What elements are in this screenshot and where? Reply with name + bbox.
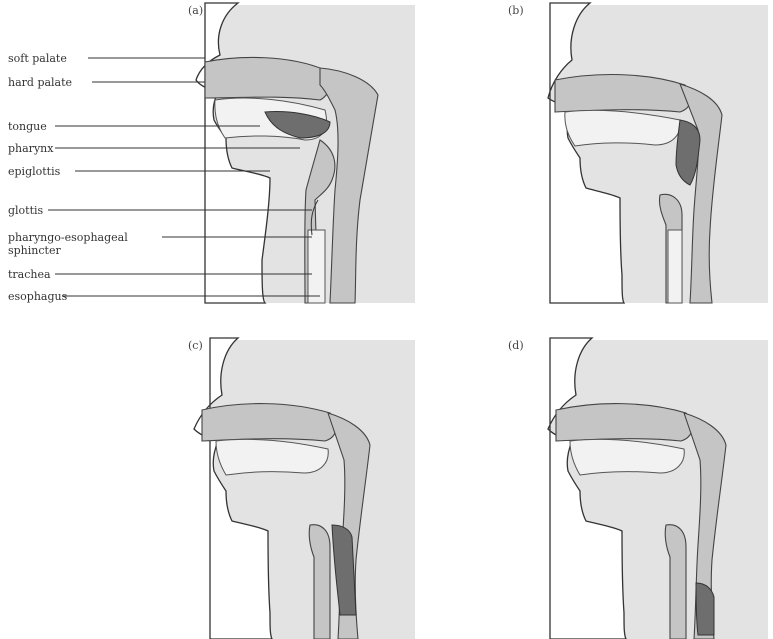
pharynx-label: pharynx (8, 142, 54, 155)
sphincter-label-line2: sphincter (8, 244, 61, 257)
epiglottis-label: epiglottis (8, 165, 61, 178)
glottis-label: glottis (8, 204, 44, 217)
panel-d: (d) (500, 335, 773, 639)
bolus (696, 583, 714, 635)
panel-c-label: (c) (188, 339, 203, 352)
panel-b-label: (b) (508, 4, 524, 17)
panel-a: (a) soft palate hard palate tongue phary… (0, 0, 420, 305)
hard-palate (202, 404, 336, 441)
panel-c: (c) (180, 335, 420, 639)
trachea-shape (308, 230, 325, 303)
panel-a-drawing: (a) soft palate hard palate tongue phary… (0, 0, 420, 305)
panel-d-drawing: (d) (500, 335, 773, 639)
panel-a-label: (a) (188, 4, 203, 17)
tongue-label: tongue (8, 120, 47, 133)
panel-b-drawing: (b) (500, 0, 773, 305)
panel-d-label: (d) (508, 339, 524, 352)
soft-palate-label: soft palate (8, 52, 67, 65)
trachea-label: trachea (8, 268, 51, 281)
panel-b: (b) (500, 0, 773, 305)
panel-c-drawing: (c) (180, 335, 420, 639)
trachea-shape (668, 230, 682, 303)
sphincter-label-line1: pharyngo-esophageal (8, 231, 128, 244)
hard-palate (556, 404, 692, 441)
hard-palate-label: hard palate (8, 76, 72, 89)
esophagus-label: esophagus (8, 290, 68, 303)
